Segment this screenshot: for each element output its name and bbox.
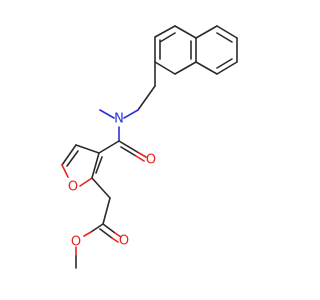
bond bbox=[75, 144, 100, 154]
bond bbox=[90, 223, 104, 233]
bond bbox=[174, 61, 197, 75]
bond bbox=[137, 85, 156, 111]
furan-ring bbox=[61, 144, 103, 187]
bond bbox=[61, 144, 77, 166]
bond bbox=[135, 155, 145, 162]
bond bbox=[216, 58, 233, 69]
bond bbox=[120, 146, 137, 157]
bond bbox=[159, 32, 176, 43]
bond bbox=[216, 32, 233, 43]
bond bbox=[114, 232, 122, 238]
structure-canvas: N O O O O bbox=[61, 25, 238, 269]
bond bbox=[95, 156, 103, 174]
naphthalene-ring bbox=[154, 25, 238, 75]
bond bbox=[98, 140, 120, 154]
bond bbox=[138, 152, 147, 158]
bond bbox=[99, 109, 115, 119]
ester-carbonyl-oxygen-label: O bbox=[119, 234, 129, 249]
bond bbox=[174, 25, 197, 39]
bond bbox=[99, 228, 113, 239]
bond bbox=[79, 177, 93, 187]
bond bbox=[91, 177, 111, 199]
bond bbox=[195, 61, 218, 75]
furan-oxygen-label: O bbox=[68, 180, 78, 195]
bond bbox=[154, 61, 176, 75]
bond bbox=[216, 61, 238, 75]
ester-oxygen-label: O bbox=[71, 235, 81, 250]
bond bbox=[91, 152, 100, 179]
bond bbox=[123, 109, 139, 119]
amide-oxygen-label: O bbox=[146, 153, 156, 168]
bond bbox=[118, 140, 140, 154]
bond bbox=[102, 223, 116, 234]
bond bbox=[61, 164, 69, 178]
bond bbox=[216, 25, 238, 39]
nitrogen-atom-label: N bbox=[114, 112, 124, 127]
bond bbox=[111, 237, 119, 243]
bond bbox=[102, 197, 111, 225]
bond bbox=[154, 25, 176, 38]
bond bbox=[83, 231, 92, 237]
bond bbox=[66, 150, 79, 167]
bond bbox=[195, 25, 218, 39]
molecule-diagram: N O O O O bbox=[61, 25, 238, 269]
